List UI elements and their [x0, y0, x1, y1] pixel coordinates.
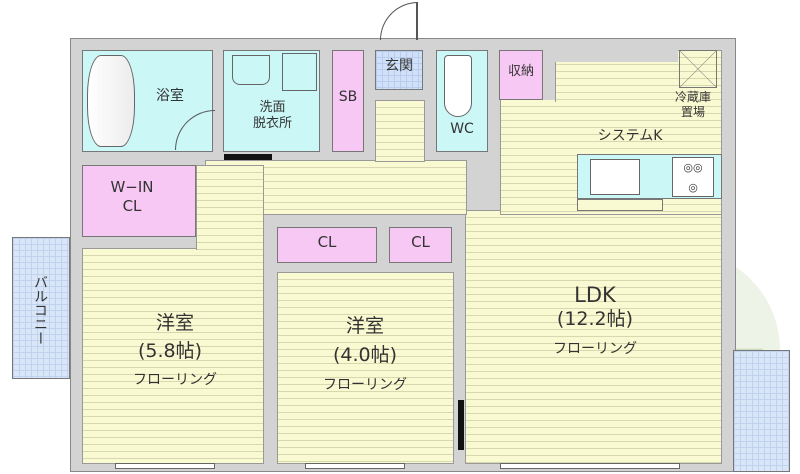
- counter-shelf: [577, 199, 663, 211]
- washroom: [223, 50, 320, 152]
- ldk-floor: フローリング: [553, 341, 637, 357]
- western-room-2: [277, 272, 454, 464]
- room1-name: 洋室: [155, 312, 194, 334]
- entry-hall: [375, 100, 425, 162]
- entrance: [375, 50, 423, 90]
- window: [115, 463, 215, 469]
- window: [500, 463, 680, 469]
- sink-icon: [232, 55, 270, 85]
- entrance-label: 玄関: [385, 58, 413, 74]
- ldk-size: (12.2帖): [556, 308, 634, 330]
- wc-label: WC: [450, 121, 474, 137]
- shoe-box: [332, 50, 364, 152]
- closet-2: [389, 227, 452, 263]
- fridge-space-icon: [679, 50, 717, 88]
- wall-segment: [224, 154, 272, 160]
- balcony-label: バルコニー: [32, 275, 48, 345]
- room1-size: (5.8帖): [137, 340, 203, 362]
- balcony: [12, 237, 70, 379]
- toilet-room: [436, 50, 488, 152]
- closet2-label: CL: [411, 233, 430, 251]
- kitchen-counter: ◎◎◎: [577, 154, 722, 199]
- walk-in-closet: [82, 165, 196, 237]
- bathtub-icon: [87, 55, 135, 147]
- room2-size: (4.0帖): [332, 344, 398, 366]
- walkin-label: W−IN CL: [110, 178, 154, 215]
- closet1-label: CL: [317, 233, 337, 251]
- bath-label: 浴室: [156, 88, 184, 104]
- western-room-1: [82, 248, 264, 464]
- storage: [499, 50, 543, 100]
- bathroom: [82, 50, 213, 152]
- window: [305, 463, 405, 469]
- room2-name: 洋室: [345, 315, 384, 337]
- stove-icon: ◎◎◎: [672, 157, 714, 197]
- kitchen-label: システムK: [597, 128, 663, 144]
- toilet-icon: [444, 55, 472, 117]
- washing-machine-icon: [282, 53, 317, 91]
- storage-label: 収納: [507, 64, 534, 79]
- room1-floor: フローリング: [133, 372, 217, 388]
- ldk-floor: [465, 210, 722, 464]
- side-balcony: [733, 350, 790, 472]
- wall-segment: [458, 400, 464, 450]
- fridge-label: 冷蔵庫 置場: [674, 90, 711, 119]
- shoebox-label: SB: [338, 89, 358, 105]
- front-door[interactable]: [380, 2, 418, 40]
- room2-floor: フローリング: [323, 377, 407, 393]
- closet-1: [277, 227, 377, 263]
- ldk-name: LDK: [574, 283, 616, 307]
- washroom-label: 洗面 脱衣所: [252, 100, 292, 132]
- kitchen-sink-icon: [590, 159, 640, 195]
